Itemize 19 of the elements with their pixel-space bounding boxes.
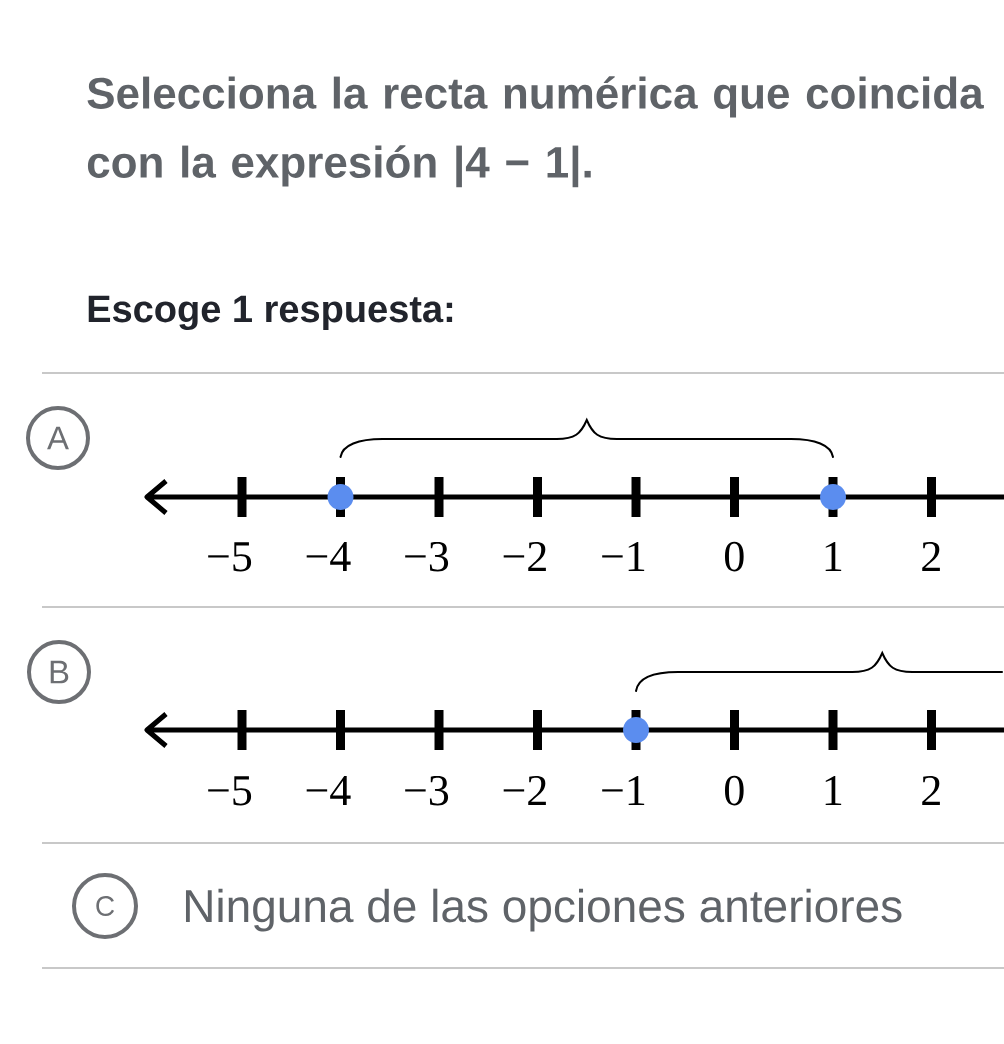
tick-label: −5: [208, 776, 252, 806]
question-text: Selecciona la recta numérica que coincida con la expresión |4 − 1|.: [87, 76, 984, 188]
tick-label: 2: [922, 775, 940, 805]
tick-label: −1: [602, 541, 645, 571]
tick-label: −5: [208, 542, 252, 572]
tick-label: 0: [725, 775, 744, 806]
option-text: Ninguna de las opciones anteriores: [186, 888, 902, 932]
tick-label: 1: [825, 541, 842, 571]
tick-label: −4: [306, 542, 351, 571]
tick-label: −3: [405, 775, 449, 806]
tick-label: −3: [405, 541, 449, 572]
tick-label: 2: [922, 541, 940, 571]
tick-label: 0: [725, 541, 744, 572]
instruction-text: Escoge 1 respuesta:: [88, 295, 453, 331]
tick-label: −2: [503, 775, 546, 805]
tick-label: −1: [602, 775, 645, 805]
tick-label: 1: [825, 775, 842, 805]
tick-label: −4: [306, 776, 351, 805]
tick-label: −2: [503, 541, 546, 571]
